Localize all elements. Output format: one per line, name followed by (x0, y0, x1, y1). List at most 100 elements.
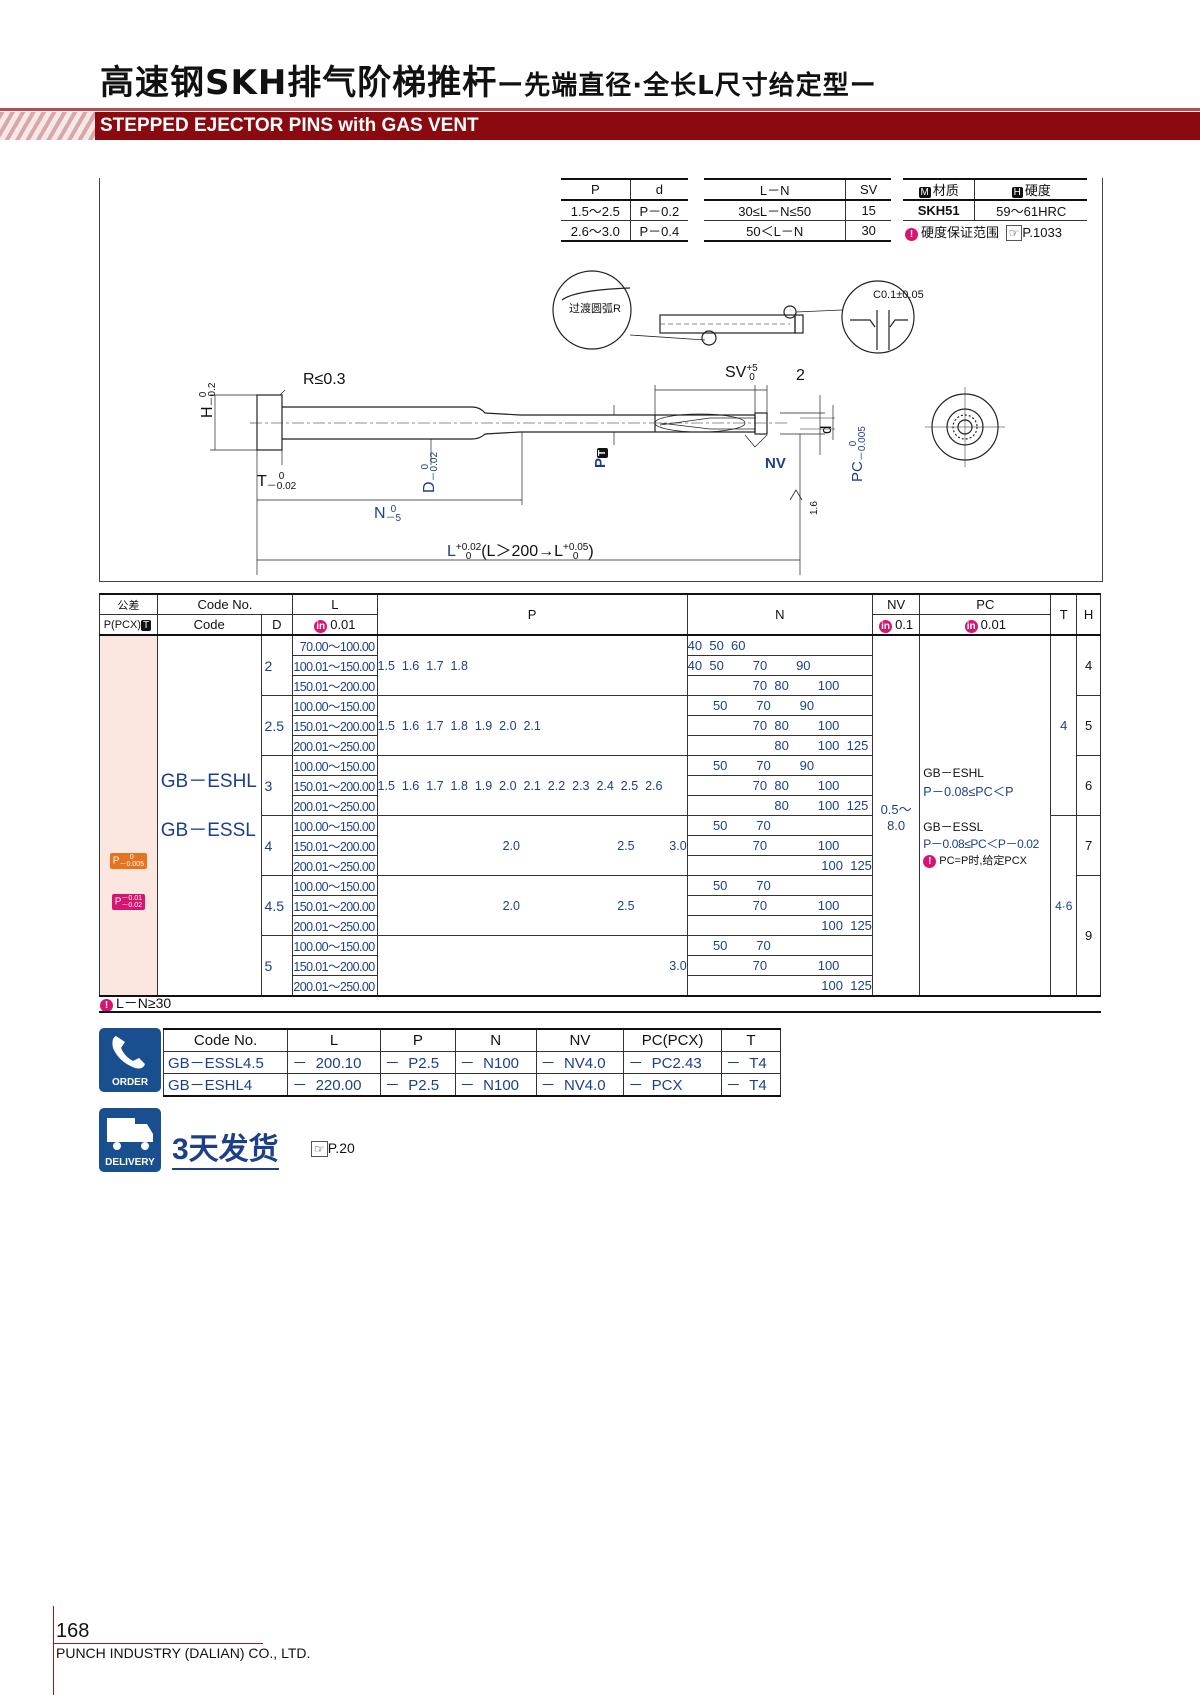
order-code: GB－ESHL4 (162, 1073, 289, 1097)
l-range: 100.00～150.00 (292, 815, 378, 836)
page-ref-link[interactable]: P.1033 (1022, 225, 1062, 240)
d-header: d (629, 178, 688, 201)
p-values: 3.0 (376, 935, 688, 997)
order-icon: ORDER (99, 1028, 161, 1092)
ln-footnote: !L－N≥30 (100, 993, 171, 1013)
subtitle-bar-stripes (0, 112, 95, 140)
n-values: 40 50 60 (686, 634, 873, 656)
l-header: L (292, 593, 378, 615)
pointing-hand-icon: ☞ (311, 1141, 328, 1157)
l-range: 100.00～150.00 (292, 755, 378, 776)
footer-horizontal-line (53, 1643, 263, 1644)
footer-vertical-line (53, 1606, 54, 1695)
company-name: PUNCH INDUSTRY (DALIAN) CO., LTD. (56, 1645, 311, 1661)
h-value: 5 (1076, 695, 1101, 756)
n-values: 100 125 (686, 855, 873, 876)
sv-value-2: 30 (845, 220, 891, 242)
table-row: 150.01～200.00 70 100 (100, 895, 1101, 916)
order-value: － N100 (454, 1051, 537, 1074)
h-header: H (1076, 593, 1101, 636)
order-value: － N100 (454, 1073, 537, 1097)
warning-icon: ! (100, 999, 113, 1012)
order-header-cell: T (720, 1028, 782, 1052)
h-value: 9 (1076, 875, 1101, 997)
l-range: 200.01～250.00 (292, 735, 378, 756)
ppcx-header: P(PCX)T (99, 614, 158, 636)
r-label: R≤0.3 (303, 371, 346, 388)
d-formula-1: P－0.2 (629, 199, 688, 221)
small-d-dimension: d (818, 425, 835, 434)
nv-range: 0.5～8.0 (871, 634, 921, 997)
sv-header: SV (845, 178, 891, 201)
p-range-1: 1.5～2.5 (561, 199, 631, 221)
table-row: 150.01～200.00 70 80 100 (100, 775, 1101, 796)
title-underline (0, 108, 1200, 111)
order-value: － PC2.43 (623, 1051, 722, 1074)
n-header: N (686, 593, 873, 636)
l-range: 150.01～200.00 (292, 715, 378, 736)
n-values: 80 100 125 (686, 795, 873, 816)
order-row: GB－ESHL4－ 220.00－ P2.5－ N100－ NV4.0－ PCX… (162, 1073, 782, 1097)
page-number: 168 (56, 1620, 90, 1642)
code-cell: GB－ESHL GB－ESSL (156, 634, 262, 997)
l-range: 100.00～150.00 (292, 875, 378, 896)
n-values: 70 100 (686, 955, 873, 976)
pin-drawing (210, 270, 1005, 575)
code-essl: GB－ESSL (160, 820, 256, 841)
l-range: 200.01～250.00 (292, 915, 378, 936)
l-range: 100.01～150.00 (292, 655, 378, 676)
d-value: 4.5 (260, 875, 294, 936)
tolerance-tag-essl: P－0.01－0.02 (111, 893, 146, 910)
d-dimension: D0－0.02 (420, 451, 440, 493)
tol-header: 公差 (99, 593, 158, 615)
p-header-main: P (376, 593, 688, 636)
order-value: － T4 (720, 1073, 782, 1097)
n-values: 70 80 100 (686, 715, 873, 736)
n-values: 50 70 (686, 815, 873, 836)
l-range: 200.01～250.00 (292, 855, 378, 876)
hardness-value: 59～61HRC (974, 199, 1087, 221)
l-range: 150.01～200.00 (292, 775, 378, 796)
two-dimension: 2 (796, 367, 805, 384)
p-values: 1.5 1.6 1.7 1.8 1.9 2.0 2.1 2.2 2.3 2.4 … (376, 755, 688, 816)
order-row: GB－ESSL4.5－ 200.10－ P2.5－ N100－ NV4.0－ P… (162, 1051, 782, 1074)
l-range: 150.01～200.00 (292, 955, 378, 976)
sv-value-1: 15 (845, 199, 891, 221)
pointing-hand-icon: ☞ (1005, 225, 1023, 241)
ln-header: L－N (704, 178, 846, 201)
h-value: 7 (1076, 815, 1101, 876)
n-values: 50 70 90 (686, 695, 873, 716)
subtitle-bar (0, 112, 1200, 140)
pc-header: PC (919, 593, 1052, 615)
order-value: － NV4.0 (535, 1073, 625, 1097)
ln-range-2: 50＜L－N (704, 220, 846, 242)
delivery-ref[interactable]: ☞P.20 (311, 1140, 355, 1157)
order-header-cell: PC(PCX) (623, 1028, 722, 1052)
order-code: GB－ESSL4.5 (162, 1051, 289, 1074)
t-value-2: 4·6 (1050, 815, 1078, 997)
table-separator (99, 1011, 1101, 1013)
table-row: 200.01～250.00 100 125 (100, 915, 1101, 936)
material-value: SKH51 (903, 199, 975, 221)
delivery-text: 3天发货 (172, 1124, 279, 1170)
code-eshl: GB－ESHL (160, 771, 257, 792)
t-header: T (1050, 593, 1078, 636)
h-value: 6 (1076, 755, 1101, 816)
chamfer-label: C0.1±0.05 (873, 289, 924, 301)
order-value: － NV4.0 (535, 1051, 625, 1074)
d-value: 5 (260, 935, 294, 997)
order-header-cell: Code No. (162, 1028, 289, 1052)
d-value: 4 (260, 815, 294, 876)
